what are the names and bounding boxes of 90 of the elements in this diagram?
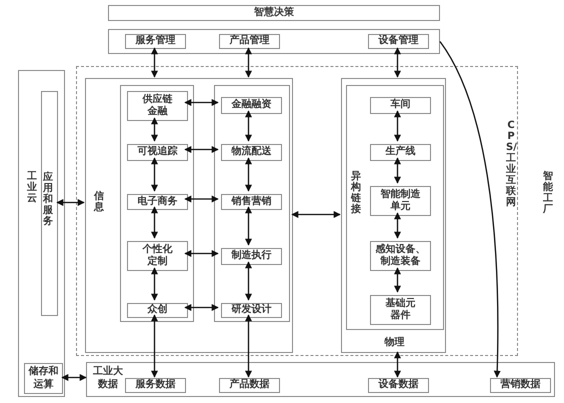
panel-label: 异构链接 [351, 171, 361, 215]
box-label: 智能制造单元 [380, 188, 421, 214]
process-box [127, 194, 188, 210]
arrow [184, 99, 219, 106]
arrow [151, 117, 158, 142]
arrow [245, 206, 252, 246]
box-label: 制造执行 [232, 250, 272, 263]
box-label: 车间 [390, 99, 410, 112]
panel-label: 信息 [94, 191, 104, 213]
process-box [221, 194, 282, 210]
panel-label: 应用和服务 [43, 172, 53, 227]
process-box [125, 34, 186, 49]
process-box [370, 186, 431, 216]
box-label: 可视追踪 [138, 146, 178, 159]
box-label: 设备管理 [378, 35, 418, 48]
panel-label: 物理 [383, 337, 406, 350]
arrow [394, 212, 401, 239]
group-panel [86, 362, 555, 397]
process-box [108, 5, 440, 21]
arrow [151, 314, 158, 378]
process-box [221, 303, 282, 318]
box-label: 营销数据 [500, 379, 540, 392]
process-box [370, 295, 431, 325]
box-label: 服务数据 [136, 379, 176, 392]
arrow [245, 314, 252, 378]
group-panel [214, 85, 290, 322]
panel-label: 工业大数据 [92, 366, 124, 391]
process-box [368, 34, 429, 49]
box-label: 研发设计 [232, 304, 272, 317]
process-box [368, 378, 429, 393]
process-box [125, 378, 186, 393]
process-box [221, 248, 282, 265]
arrow [394, 110, 401, 142]
box-label: 产品数据 [230, 379, 270, 392]
arrow [394, 351, 401, 378]
arrow [184, 250, 219, 257]
arrow [245, 261, 252, 301]
box-label: 服务管理 [136, 35, 176, 48]
process-box [127, 241, 188, 271]
arrow [151, 157, 158, 192]
process-box [370, 241, 431, 271]
arrow [245, 157, 252, 192]
process-box [41, 91, 58, 316]
process-box [490, 378, 551, 393]
process-box [370, 144, 431, 161]
arrow [245, 47, 252, 78]
box-label: 金融融资 [232, 99, 272, 112]
arrow [394, 47, 401, 78]
arrow [245, 110, 252, 142]
arrow [184, 304, 219, 311]
process-box [127, 303, 188, 318]
panel-label: 智能工厂 [543, 171, 553, 215]
arrow [151, 267, 158, 301]
box-label: 智慧决策 [254, 6, 294, 20]
box-label: 电子商务 [138, 196, 178, 208]
group-panel [346, 85, 444, 330]
box-label: 个性化定制 [142, 244, 173, 268]
group-panel [341, 78, 446, 353]
arrow [291, 211, 341, 218]
edge-label: CPS/工业互联网 [506, 120, 516, 208]
box-label: 产品管理 [230, 35, 270, 48]
arrow [184, 146, 219, 153]
group-panel [85, 78, 293, 353]
box-label: 众创 [148, 304, 168, 317]
group-panel [120, 85, 194, 322]
box-label: 储存和运算 [28, 366, 59, 391]
arrow [184, 196, 219, 202]
panel-label: 工业云 [27, 171, 37, 204]
box-label: 销售营销 [232, 196, 272, 208]
group-panel [18, 70, 65, 397]
process-box [219, 378, 280, 393]
arrow [56, 199, 85, 206]
box-label: 基础元器件 [385, 298, 416, 322]
process-box [219, 34, 280, 49]
arrow [394, 267, 401, 293]
box-label: 设备数据 [378, 379, 418, 392]
process-box [221, 97, 282, 114]
arrow [61, 374, 87, 381]
process-box [127, 144, 188, 161]
process-box [221, 144, 282, 161]
arrow [394, 157, 401, 184]
arrow [151, 47, 158, 78]
process-box [370, 97, 431, 114]
box-label: 供应链金融 [142, 94, 173, 118]
box-label: 生产线 [386, 146, 416, 159]
process-box [127, 91, 188, 121]
box-label: 感知设备、制造装备 [375, 244, 426, 268]
box-label: 物流配送 [232, 146, 272, 159]
arrow [151, 206, 158, 239]
group-panel [108, 29, 440, 54]
